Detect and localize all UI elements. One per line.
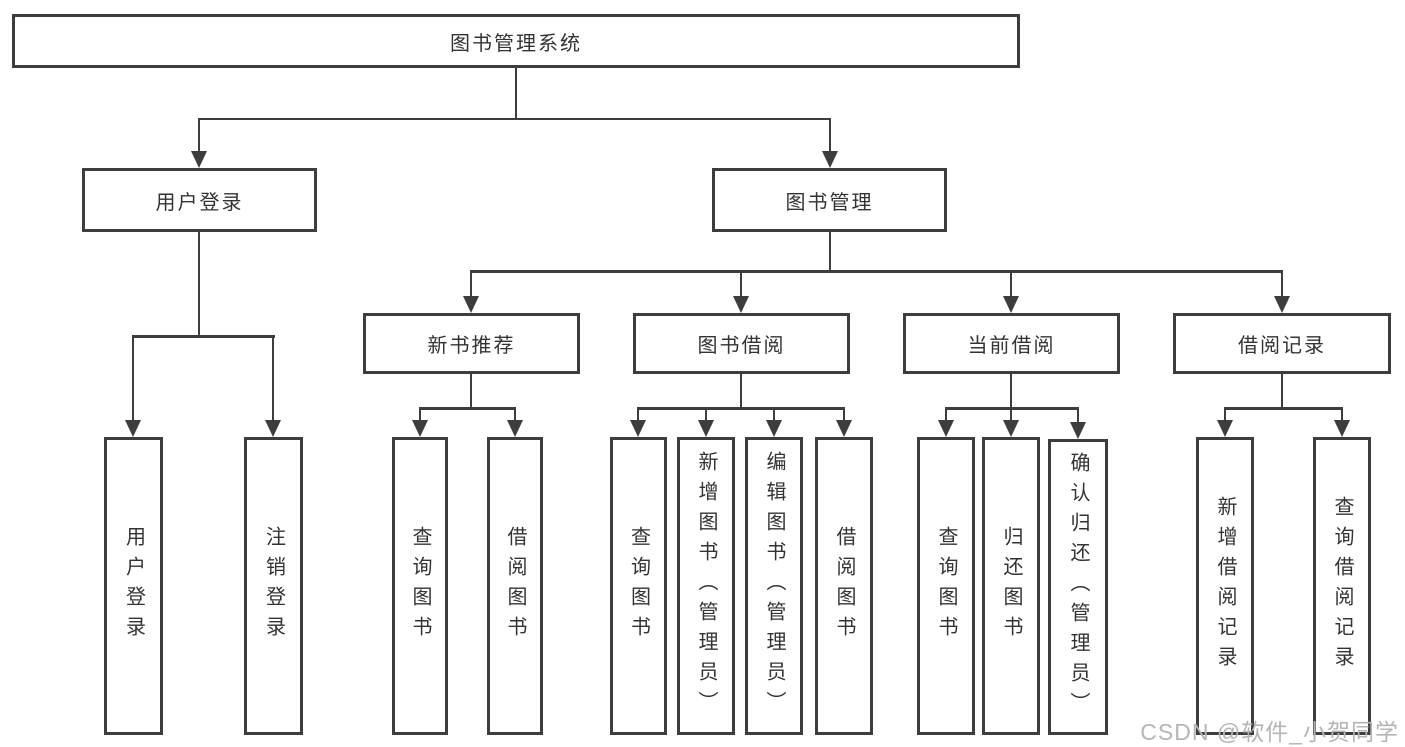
connector-drop bbox=[704, 408, 707, 422]
connector-root-split bbox=[198, 117, 831, 120]
connector-drop bbox=[842, 408, 845, 422]
down-arrow-icon bbox=[191, 151, 207, 168]
connector-new-book-split bbox=[419, 407, 516, 410]
leaf-edit-books-admin: 编辑图书（管理员） bbox=[745, 437, 803, 735]
down-arrow-icon bbox=[836, 420, 852, 437]
connector-drop-leaf-user-login bbox=[131, 336, 134, 421]
down-arrow-icon bbox=[1003, 420, 1019, 437]
leaf-query-books-recommend: 查询图书 bbox=[392, 437, 448, 735]
connector-user-login-split bbox=[132, 335, 275, 338]
down-arrow-icon bbox=[1334, 420, 1350, 437]
connector-drop bbox=[944, 408, 947, 422]
node-borrow-records-label: 借阅记录 bbox=[1238, 335, 1326, 357]
down-arrow-icon bbox=[1274, 296, 1290, 313]
connector-borrow-records-stem bbox=[1280, 374, 1283, 408]
node-current-borrow-label: 当前借阅 bbox=[967, 335, 1056, 357]
leaf-edit-books-admin-label: 编辑图书（管理员） bbox=[763, 451, 785, 721]
leaf-add-borrow-record-label: 新增借阅记录 bbox=[1214, 496, 1236, 676]
connector-borrow-records-split bbox=[1224, 407, 1343, 410]
leaf-query-books-borrow: 查询图书 bbox=[610, 437, 667, 735]
connector-book-management-split bbox=[470, 270, 1283, 273]
down-arrow-icon bbox=[507, 420, 523, 437]
connector-drop-leaf-logout bbox=[271, 336, 274, 421]
connector-drop bbox=[1009, 408, 1012, 422]
node-user-login: 用户登录 bbox=[82, 168, 317, 232]
connector-current-borrow-stem bbox=[1009, 374, 1012, 408]
down-arrow-icon bbox=[938, 420, 954, 437]
down-arrow-icon bbox=[463, 296, 479, 313]
leaf-query-borrow-record: 查询借阅记录 bbox=[1313, 437, 1371, 735]
down-arrow-icon bbox=[412, 420, 428, 437]
leaf-return-books-label: 归还图书 bbox=[1000, 526, 1022, 646]
leaf-logout-label: 注销登录 bbox=[262, 526, 285, 646]
leaf-borrow-books-recommend-label: 借阅图书 bbox=[504, 526, 526, 646]
connector-drop-new-book bbox=[469, 271, 472, 297]
down-arrow-icon bbox=[1003, 296, 1019, 313]
connector-current-borrow-split bbox=[945, 407, 1079, 410]
connector-drop bbox=[513, 408, 516, 422]
leaf-borrow-books-label: 借阅图书 bbox=[833, 526, 855, 646]
connector-drop-user-login bbox=[197, 118, 200, 153]
connector-drop bbox=[1076, 408, 1079, 422]
down-arrow-icon bbox=[766, 420, 782, 437]
leaf-logout: 注销登录 bbox=[244, 437, 303, 735]
leaf-add-borrow-record: 新增借阅记录 bbox=[1196, 437, 1254, 735]
connector-drop-current-borrow bbox=[1009, 271, 1012, 297]
leaf-borrow-books-recommend: 借阅图书 bbox=[487, 437, 543, 735]
down-arrow-icon bbox=[822, 151, 838, 168]
leaf-user-login: 用户登录 bbox=[104, 437, 163, 735]
node-book-borrow-label: 图书借阅 bbox=[697, 335, 786, 357]
connector-drop-book-management bbox=[828, 118, 831, 153]
node-root-label: 图书管理系统 bbox=[450, 32, 582, 55]
leaf-query-books-current: 查询图书 bbox=[917, 437, 975, 735]
connector-book-borrow-split bbox=[637, 407, 845, 410]
connector-user-login-stem bbox=[197, 232, 200, 336]
down-arrow-icon bbox=[630, 420, 646, 437]
leaf-user-login-label: 用户登录 bbox=[122, 526, 145, 646]
connector-drop bbox=[636, 408, 639, 422]
node-borrow-records: 借阅记录 bbox=[1173, 313, 1391, 374]
node-user-login-label: 用户登录 bbox=[155, 191, 244, 214]
node-root: 图书管理系统 bbox=[12, 14, 1020, 68]
csdn-watermark: CSDN @软件_小贺同学 bbox=[1140, 719, 1399, 745]
leaf-add-books-admin-label: 新增图书（管理员） bbox=[695, 451, 717, 721]
connector-drop-book-borrow bbox=[739, 271, 742, 297]
connector-drop bbox=[418, 408, 421, 422]
connector-new-book-stem bbox=[469, 374, 472, 408]
node-new-book-recommend: 新书推荐 bbox=[363, 313, 580, 374]
node-current-borrow: 当前借阅 bbox=[903, 313, 1120, 374]
down-arrow-icon bbox=[733, 296, 749, 313]
connector-book-management-stem bbox=[828, 232, 831, 271]
connector-book-borrow-stem bbox=[739, 374, 742, 408]
node-book-management-label: 图书管理 bbox=[785, 191, 874, 214]
down-arrow-icon bbox=[698, 420, 714, 437]
connector-drop-borrow-records bbox=[1280, 271, 1283, 297]
connector-drop bbox=[772, 408, 775, 422]
leaf-borrow-books: 借阅图书 bbox=[815, 437, 873, 735]
down-arrow-icon bbox=[125, 420, 141, 437]
leaf-return-books: 归还图书 bbox=[982, 437, 1040, 735]
leaf-query-books-borrow-label: 查询图书 bbox=[627, 526, 650, 646]
leaf-query-books-current-label: 查询图书 bbox=[935, 526, 957, 646]
node-book-borrow: 图书借阅 bbox=[633, 313, 850, 374]
down-arrow-icon bbox=[1070, 422, 1086, 439]
node-new-book-recommend-label: 新书推荐 bbox=[427, 335, 516, 357]
leaf-confirm-return-admin: 确认归还（管理员） bbox=[1048, 439, 1108, 735]
node-book-management: 图书管理 bbox=[712, 168, 947, 232]
leaf-query-borrow-record-label: 查询借阅记录 bbox=[1331, 496, 1353, 676]
leaf-confirm-return-admin-label: 确认归还（管理员） bbox=[1067, 452, 1089, 722]
connector-root-stem bbox=[514, 68, 517, 118]
down-arrow-icon bbox=[1217, 420, 1233, 437]
connector-drop bbox=[1340, 408, 1343, 422]
leaf-add-books-admin: 新增图书（管理员） bbox=[677, 437, 735, 735]
connector-drop bbox=[1223, 408, 1226, 422]
leaf-query-books-recommend-label: 查询图书 bbox=[409, 526, 431, 646]
down-arrow-icon bbox=[265, 420, 281, 437]
